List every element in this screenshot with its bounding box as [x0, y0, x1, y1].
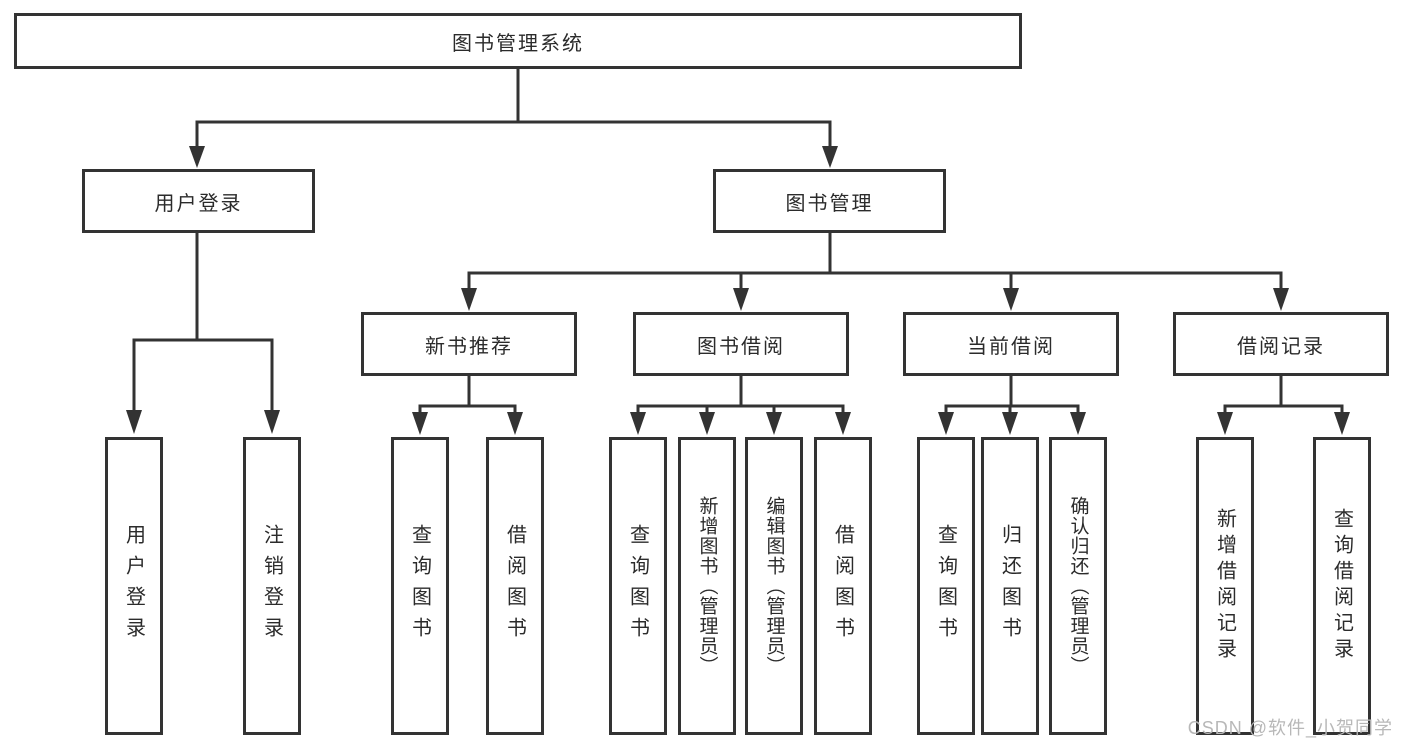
leaf-user-login: 用户登录	[105, 437, 163, 735]
leaf-logout-label: 注销登录	[260, 524, 283, 648]
leaf-current-confirm-return-admin: 确认归还（管理员）	[1049, 437, 1107, 735]
csdn-watermark: CSDN @软件_小贺同学	[1187, 718, 1393, 738]
leaf-current-query-books: 查询图书	[917, 437, 975, 735]
leaf-borrow-query-books-label: 查询图书	[626, 524, 649, 648]
node-user-login: 用户登录	[82, 169, 315, 233]
leaf-borrow-add-books-admin: 新增图书（管理员）	[678, 437, 736, 735]
node-current-borrow: 当前借阅	[903, 312, 1119, 376]
leaf-current-return-books: 归还图书	[981, 437, 1039, 735]
leaf-borrow-edit-books-admin-label: 编辑图书（管理员）	[763, 496, 785, 676]
leaf-newbook-borrow-books-label: 借阅图书	[503, 524, 526, 648]
leaf-records-add-record: 新增借阅记录	[1196, 437, 1254, 735]
leaf-borrow-borrow-books-label: 借阅图书	[831, 524, 854, 648]
leaf-borrow-edit-books-admin: 编辑图书（管理员）	[745, 437, 803, 735]
leaf-borrow-query-books: 查询图书	[609, 437, 667, 735]
node-book-borrow: 图书借阅	[633, 312, 849, 376]
leaf-borrow-borrow-books: 借阅图书	[814, 437, 872, 735]
arrowhead	[189, 146, 205, 168]
leaf-records-add-record-label: 新增借阅记录	[1213, 508, 1236, 664]
leaf-current-return-books-label: 归还图书	[998, 524, 1021, 648]
leaf-current-query-books-label: 查询图书	[934, 524, 957, 648]
leaf-newbook-borrow-books: 借阅图书	[486, 437, 544, 735]
leaf-newbook-query-books: 查询图书	[391, 437, 449, 735]
leaf-user-login-label: 用户登录	[122, 524, 145, 648]
leaf-newbook-query-books-label: 查询图书	[408, 524, 431, 648]
leaf-records-query-record: 查询借阅记录	[1313, 437, 1371, 735]
leaf-logout: 注销登录	[243, 437, 301, 735]
leaf-records-query-record-label: 查询借阅记录	[1330, 508, 1353, 664]
leaf-borrow-add-books-admin-label: 新增图书（管理员）	[696, 496, 718, 676]
node-borrow-records: 借阅记录	[1173, 312, 1389, 376]
node-new-book-recommend: 新书推荐	[361, 312, 577, 376]
node-root-library-system: 图书管理系统	[14, 13, 1022, 69]
node-book-management: 图书管理	[713, 169, 946, 233]
leaf-current-confirm-return-admin-label: 确认归还（管理员）	[1067, 496, 1089, 676]
